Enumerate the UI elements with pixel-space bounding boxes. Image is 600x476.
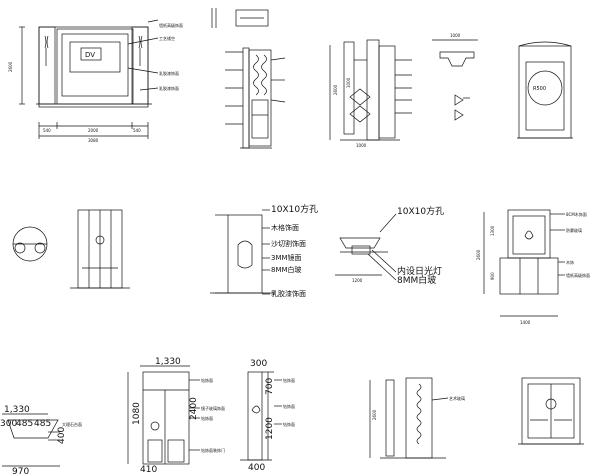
- dining-elevation: [70, 209, 130, 289]
- arch-label: R500: [533, 86, 546, 92]
- shelf-dim-2: 1200: [265, 417, 275, 440]
- small-detail-top: [211, 8, 269, 28]
- console-side-height: 400: [57, 427, 67, 444]
- tv-wall-note-3: 乳胶漆饰面: [159, 70, 179, 76]
- plan-dim: 1200: [352, 278, 363, 283]
- bar-top: 1,330: [155, 357, 181, 367]
- tv-wall-dim-center: 2000: [88, 128, 99, 133]
- shelf-note-1: 钻饰面: [283, 377, 295, 383]
- bar-note-3: 钻饰面: [201, 415, 213, 421]
- basin-note-2: 木格饰面: [271, 223, 299, 232]
- bar-counter-elevation: 1,330 1080 2400 410 钻饰面 镜子玻璃饰面 钻饰面 钻饰面装饰…: [127, 357, 225, 475]
- plan-note-3: 8MM白玻: [397, 274, 436, 286]
- shelf-dim-1: 700: [265, 378, 275, 395]
- bar-height-2: 2400: [189, 397, 199, 420]
- console-side-dim-2: 485: [16, 419, 33, 429]
- cabinet-dim-bottom: 1000: [356, 143, 367, 148]
- bar-note-2: 镜子玻璃饰面: [201, 405, 225, 411]
- console-side-section: 1,330 大理石台面 300 485 485 400 970: [0, 405, 82, 476]
- console-side-note: 大理石台面: [62, 421, 82, 427]
- wine-height: 2600: [476, 249, 481, 260]
- tv-wall-note-1: 墙纸高级饰面: [159, 22, 183, 28]
- basin-note-6: 乳胶漆饰面: [271, 289, 306, 298]
- console-side-dim-3: 485: [34, 419, 51, 429]
- basin-note-5: 8MM白玻: [271, 265, 302, 274]
- shelf-note-3: 钻饰面: [283, 421, 295, 427]
- cabinet-dim-top: 1000: [346, 77, 351, 88]
- shelf-note-2: 钻饰面: [283, 403, 295, 409]
- shelf-top: 300: [250, 359, 267, 369]
- tv-wall-dim-left: 540: [43, 128, 51, 133]
- glass-column-elevation: 2600 艺术玻璃: [369, 377, 465, 459]
- shelf-bottom: 400: [248, 463, 265, 473]
- tv-wall-dim-total: 3080: [88, 138, 99, 143]
- wine-note-1: 8CM木饰面: [566, 211, 587, 217]
- wine-note-3: 木饰: [566, 259, 574, 265]
- ornate-panel-elevation: [518, 377, 584, 445]
- console-dim: 1000: [450, 33, 461, 38]
- round-table-plan: [12, 226, 48, 262]
- basin-note-1: 10X10方孔: [271, 203, 318, 215]
- wash-basin-elevation: 10X10方孔 木格饰面 沙切割饰面 3MM镜面 8MM白玻 乳胶漆饰面: [210, 203, 318, 298]
- console-side-dim-1: 300: [0, 419, 17, 429]
- tv-wall-note-2: 工艺镂空: [159, 35, 175, 41]
- tv-wall-elevation: DV 2600 墙纸高级饰面 工艺镂空 乳胶漆饰面 乳胶漆饰面 540 2000…: [8, 19, 183, 143]
- bar-note-4: 钻饰面装饰门: [201, 447, 225, 453]
- tv-logo-text: DV: [85, 51, 95, 59]
- wine-note-4: 墙纸高级饰面: [566, 272, 590, 278]
- arch-panel-elevation: R500: [517, 41, 573, 139]
- wine-dim-width: 1400: [520, 320, 531, 325]
- plan-note-1: 10X10方孔: [397, 205, 444, 217]
- bar-bottom: 410: [140, 465, 157, 475]
- basin-plan: 10X10方孔 内设日光灯 8MM白玻 1200: [335, 205, 444, 286]
- column-height: 2600: [372, 409, 377, 420]
- basin-note-3: 沙切割饰面: [271, 239, 306, 248]
- bar-height-1: 1080: [132, 402, 142, 425]
- console-side-total: 970: [12, 467, 29, 476]
- cabinet-height: 2600: [333, 84, 338, 95]
- console-detail: 1000: [432, 33, 478, 121]
- plan-note-2: 内设日光灯: [397, 265, 442, 277]
- wine-dim-bottom: 900: [490, 272, 495, 280]
- tv-wall-height: 2600: [8, 61, 13, 72]
- basin-note-4: 3MM镜面: [271, 253, 302, 262]
- tv-wall-note-4: 乳胶漆饰面: [159, 85, 179, 91]
- column-note: 艺术玻璃: [449, 395, 465, 401]
- wine-cabinet-elevation: 2600 1300 900 1400 8CM木饰面 防雾玻璃 木饰 墙纸高级饰面: [476, 209, 590, 325]
- console-side-top: 1,330: [4, 405, 30, 415]
- shelf-section: 300 700 1200 400 钻饰面 钻饰面 钻饰面: [240, 359, 295, 473]
- tv-wall-dim-right: 540: [133, 128, 141, 133]
- cabinet-section: 2600 1000 1000: [329, 39, 412, 148]
- tall-section-elevation: [225, 47, 286, 149]
- wine-note-2: 防雾玻璃: [566, 227, 582, 233]
- wine-dim-top: 1300: [490, 225, 495, 236]
- bar-note-1: 钻饰面: [201, 377, 213, 383]
